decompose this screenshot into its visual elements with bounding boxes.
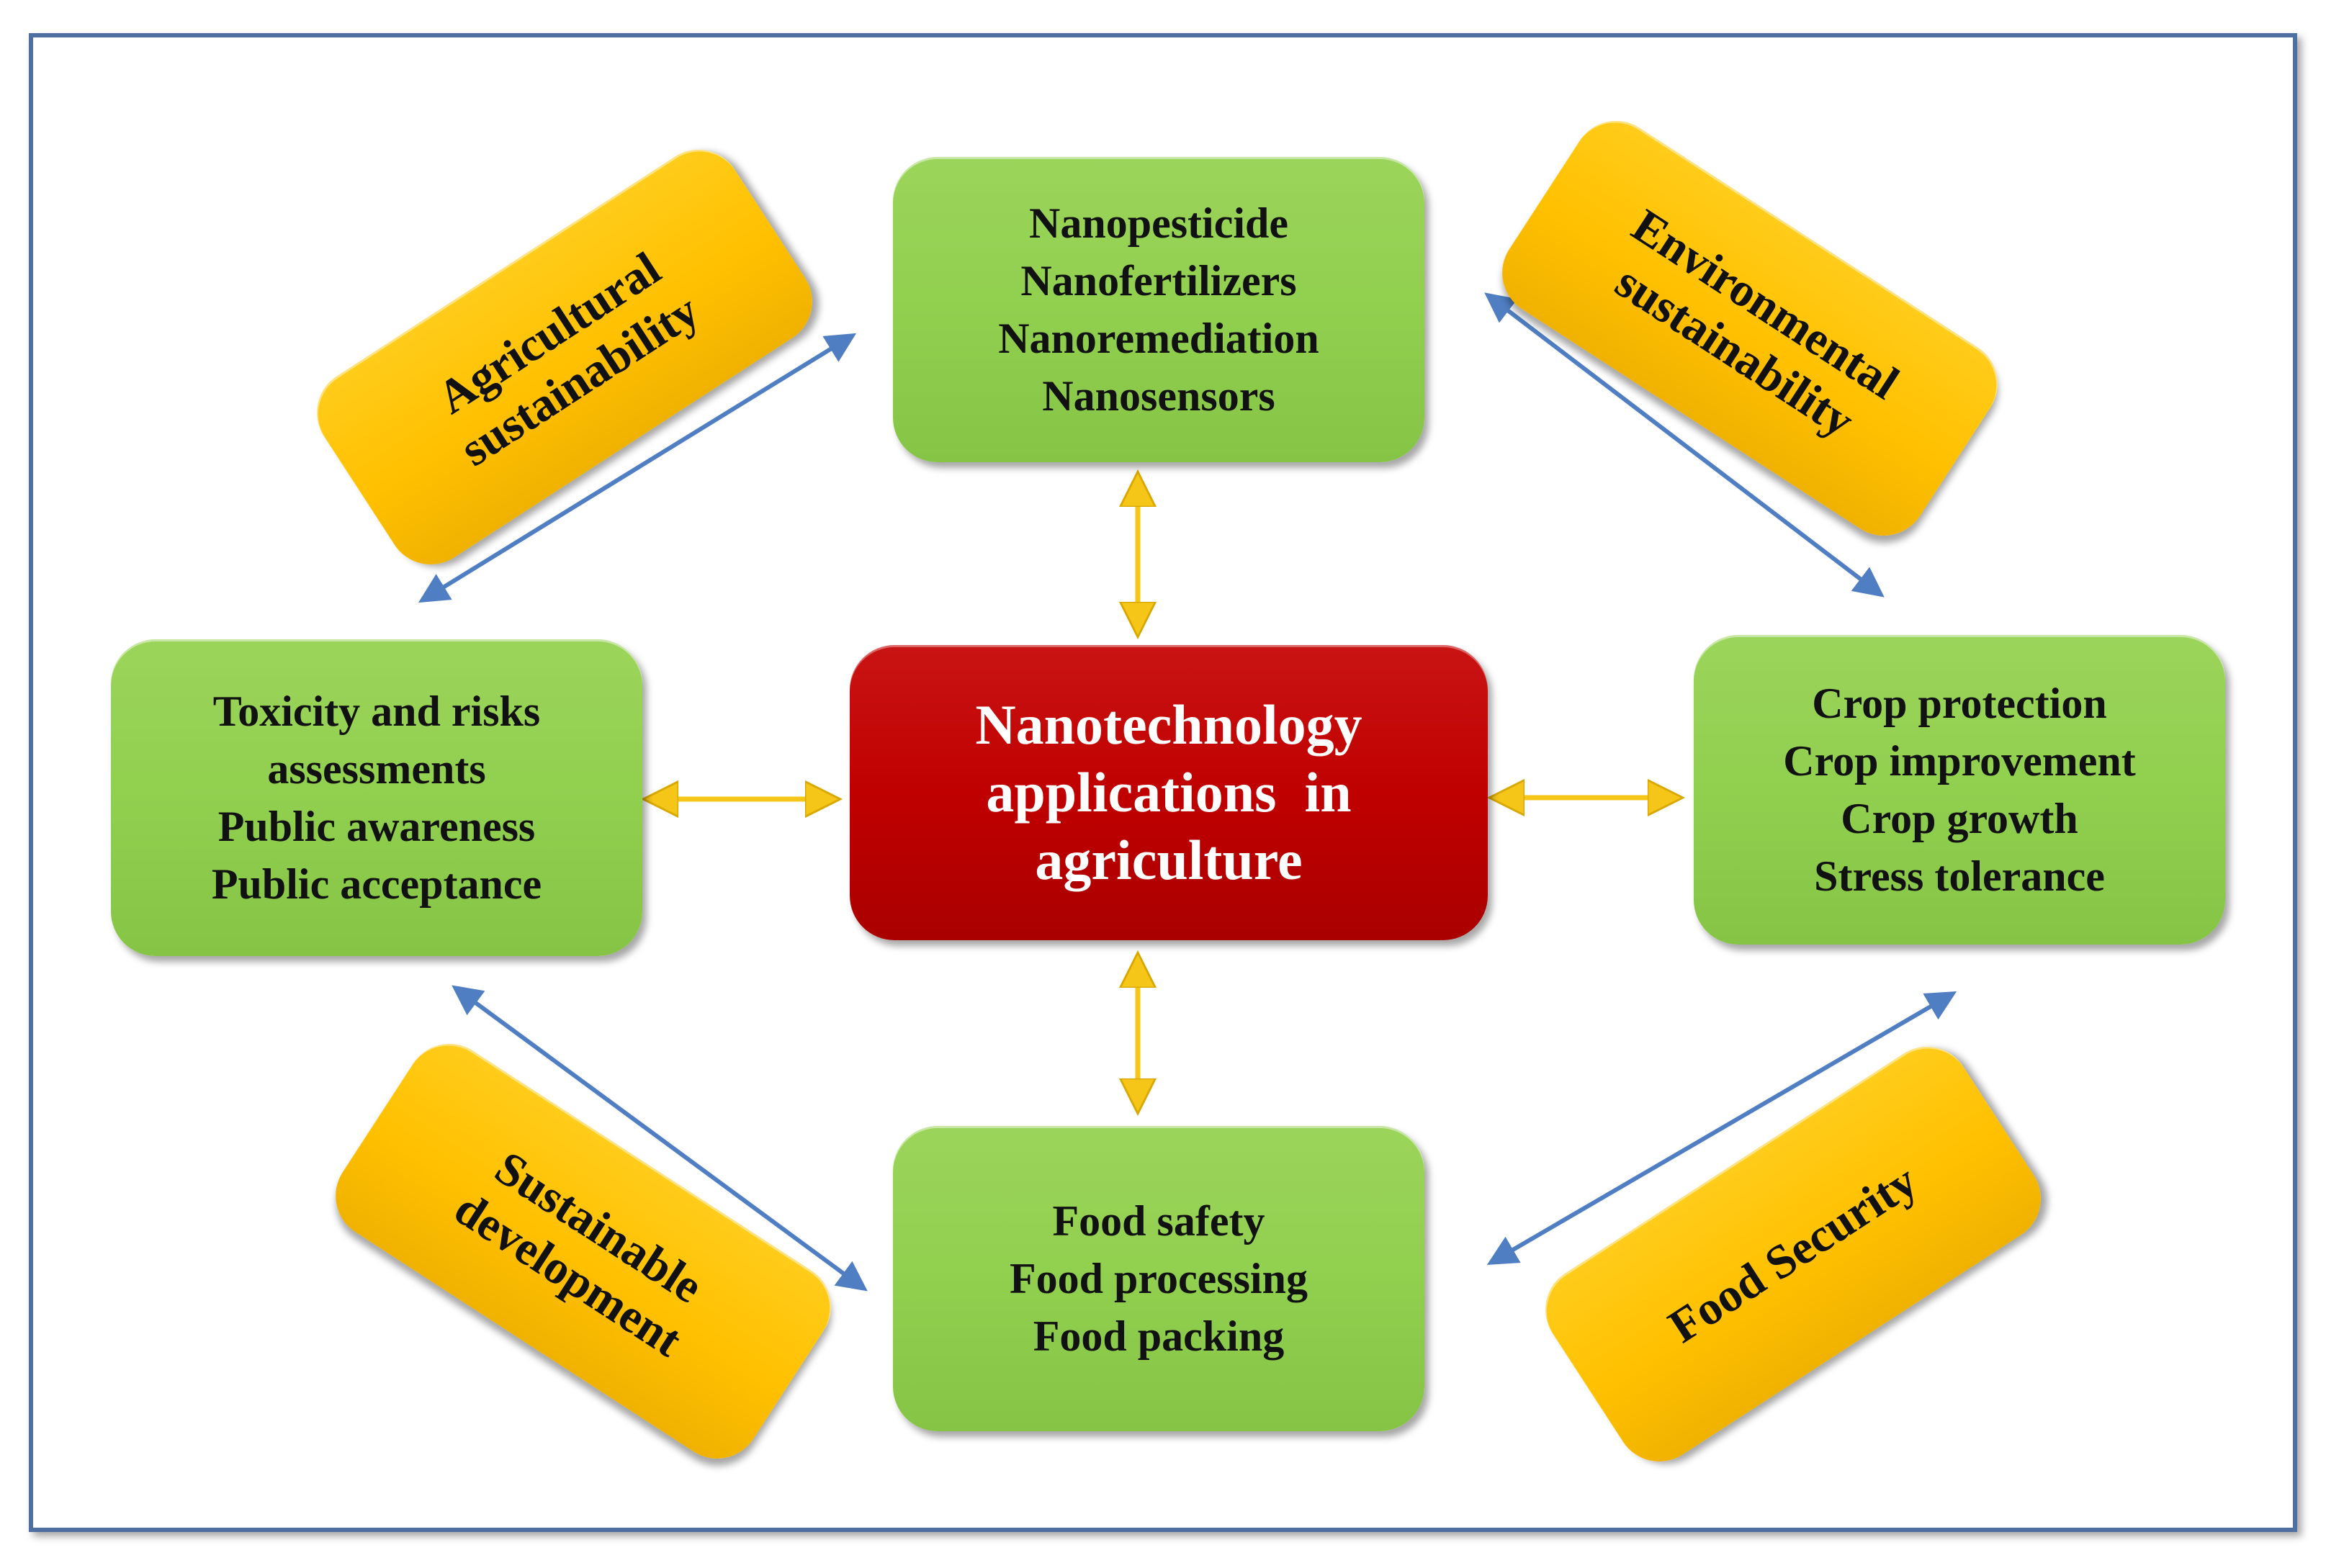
nano-inputs-box: Nanopesticide Nanofertilizers Nanoremedi…: [893, 157, 1424, 462]
nano-inputs-line-4: Nanosensors: [1042, 372, 1275, 420]
arrow-ring-bottom-right: [1486, 991, 1957, 1266]
food-line-3: Food packing: [1033, 1312, 1285, 1360]
crop-line-4: Stress tolerance: [1814, 852, 2105, 900]
risk-assessment-line-1: Toxicity and risks: [212, 688, 541, 735]
risk-assessment-line-3: Public awareness: [217, 803, 536, 850]
crop-line-3: Crop growth: [1841, 795, 2078, 842]
arrow-ring-top-left: [418, 333, 857, 603]
food-box: Food safety Food processing Food packing: [893, 1126, 1424, 1431]
risk-assessment-box: Toxicity and risks assessments Public aw…: [111, 639, 642, 956]
crop-line-1: Crop protection: [1812, 680, 2107, 727]
risk-assessment-line-4: Public acceptance: [211, 860, 542, 908]
nano-inputs-line-2: Nanofertilizers: [1020, 257, 1297, 305]
arrow-ring-top-right: [1484, 292, 1885, 598]
central-topic-line-1: Nanotechnology: [975, 693, 1362, 756]
crop-line-2: Crop improvement: [1783, 737, 2136, 785]
central-topic-line-2: applications in: [986, 761, 1352, 824]
central-topic-line-3: agriculture: [1035, 829, 1303, 891]
nano-inputs-line-3: Nanoremediation: [998, 315, 1319, 362]
central-topic-box: Nanotechnology applications in agricultu…: [850, 645, 1488, 940]
nano-inputs-line-1: Nanopesticide: [1029, 199, 1288, 247]
risk-assessment-line-2: assessments: [267, 745, 486, 793]
arrow-ring-bottom-left: [452, 985, 868, 1292]
crop-box: Crop protection Crop improvement Crop gr…: [1694, 635, 2225, 945]
food-line-2: Food processing: [1010, 1255, 1308, 1302]
food-line-1: Food safety: [1052, 1197, 1265, 1245]
